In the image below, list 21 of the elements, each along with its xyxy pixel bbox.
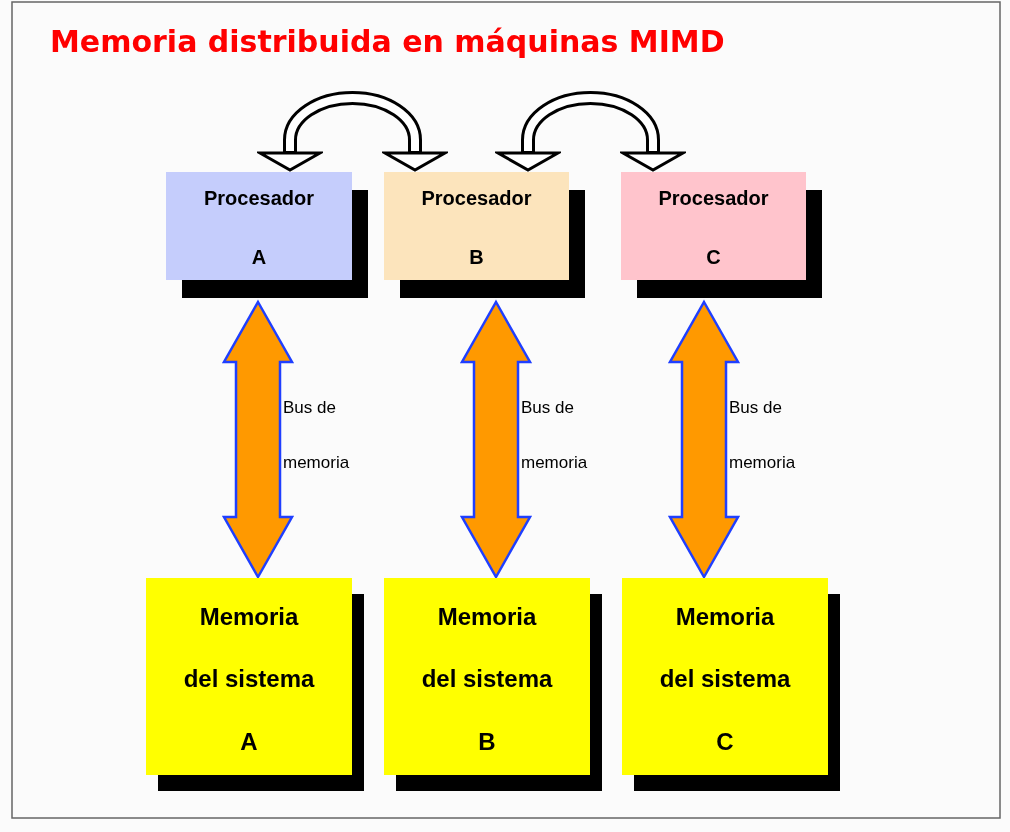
node-label: del sistema <box>658 667 792 691</box>
node-label: del sistema <box>182 667 316 691</box>
node-label: Memoria <box>198 605 300 629</box>
node-letter: B <box>477 730 497 754</box>
node-letter: C <box>705 247 722 267</box>
node-label: del sistema <box>420 667 554 691</box>
node-letter: A <box>239 730 259 754</box>
edge-label: Bus de memoria <box>521 397 589 474</box>
diagram-title: Memoria distribuida en máquinas MIMD <box>50 24 725 59</box>
double-arrow <box>221 299 295 580</box>
node-letter: A <box>250 247 268 267</box>
node-label: Procesador <box>420 188 533 208</box>
node-label: Memoria <box>436 605 538 629</box>
edge-label: Bus de memoria <box>729 397 797 474</box>
node-letter: B <box>468 247 485 267</box>
node-label: Procesador <box>202 188 316 208</box>
node-label: Procesador <box>657 188 770 208</box>
double-arrow <box>459 299 533 580</box>
node-letter: C <box>715 730 735 754</box>
node-label: Memoria <box>674 605 776 629</box>
edge-label: Bus de memoria <box>283 397 351 474</box>
